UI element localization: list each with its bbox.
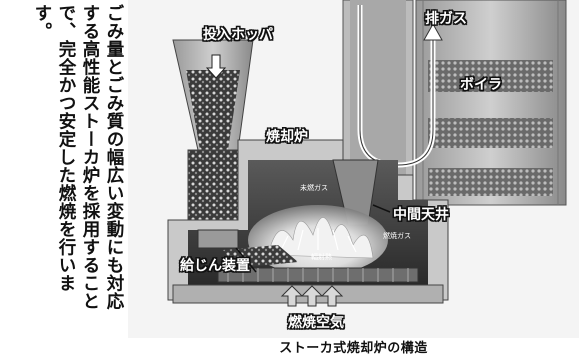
stoker-furnace-illustration: 投入ホッパ 排ガス ボイラ 焼却炉 未燃ガス 中間天井 燃焼ガス 輻射熱 給じん… [128, 0, 579, 338]
boiler-tower [415, 0, 567, 206]
label-boiler: ボイラ [460, 77, 502, 93]
furnace-diagram [128, 0, 579, 338]
label-combustion-gas: 燃焼ガス [383, 232, 411, 240]
label-furnace: 焼却炉 [266, 129, 308, 145]
label-feeder: 給じん装置 [180, 258, 250, 274]
label-hopper: 投入ホッパ [203, 27, 273, 43]
label-unburned-gas: 未燃ガス [300, 184, 328, 192]
label-combustion-air: 燃焼空気 [288, 315, 344, 331]
description-text: ごみ量とごみ質の幅広い変動にも対応する高性能ストーカ炉を採用することで、完全かつ… [32, 4, 124, 310]
furnace-body [167, 139, 449, 307]
figure-caption: ストーカ式焼却炉の構造 [279, 341, 428, 356]
flue-shaft [342, 0, 443, 176]
label-exhaust-gas: 排ガス [425, 11, 467, 27]
hopper [172, 39, 254, 221]
label-radiant-heat: 輻射熱 [311, 253, 332, 261]
label-middle-ceiling: 中間天井 [393, 207, 449, 223]
